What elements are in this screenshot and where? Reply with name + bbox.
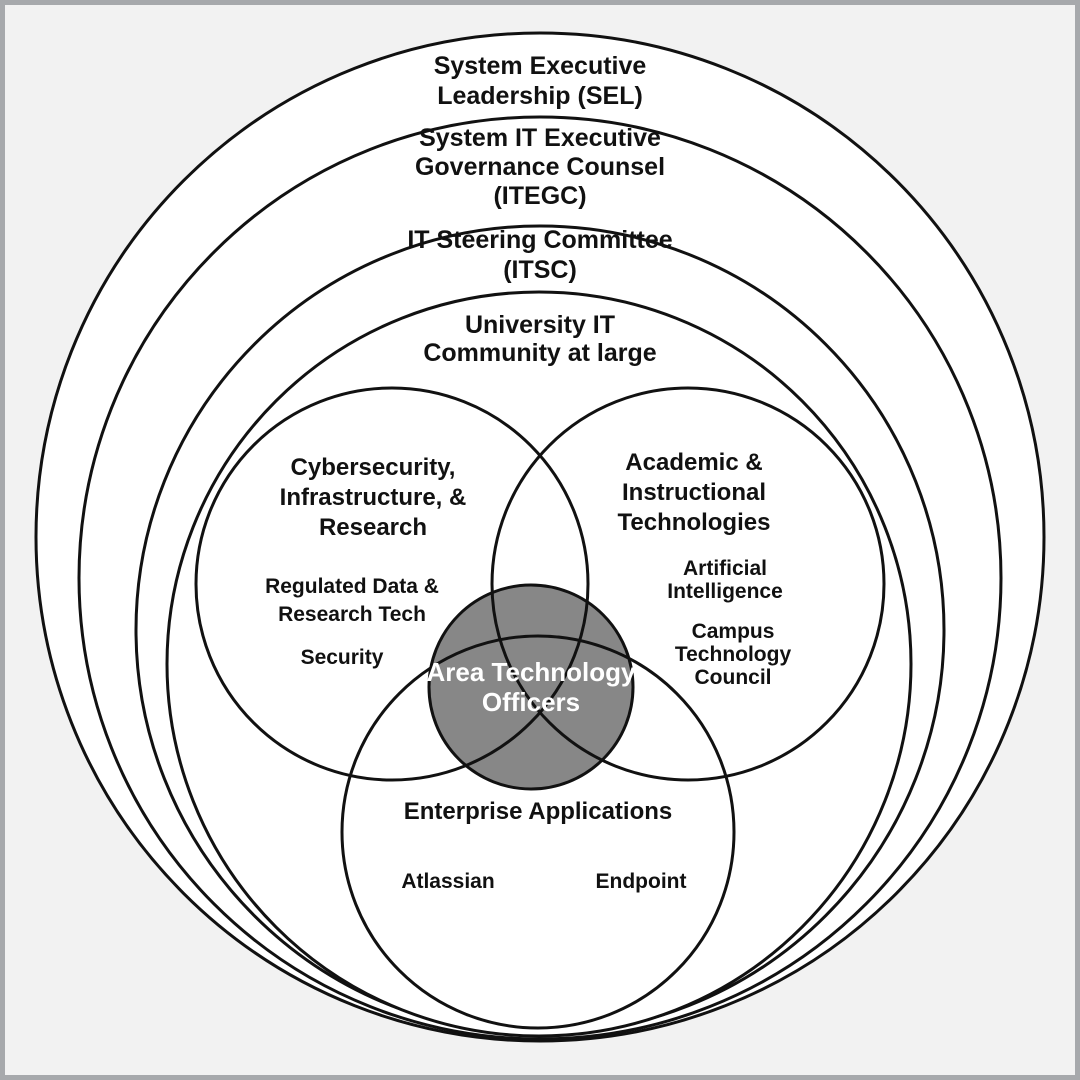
endpoint-line1: Endpoint (595, 870, 687, 893)
cybersecurity-title-line1: Cybersecurity, (290, 454, 456, 481)
ring-label-itsc: IT Steering Committee (ITSC) (407, 225, 672, 285)
area-technology-officers-line2: Officers (481, 687, 581, 717)
enterprise-applications-line1: Enterprise Applications (403, 798, 673, 825)
regulated-data-line1: Regulated Data & (265, 575, 439, 598)
ring-label-community: University IT Community at large (423, 311, 656, 367)
atlassian-label: Atlassian (401, 869, 494, 895)
venn-circle-enterprise (340, 634, 736, 1030)
ring-label-sel-line2: Leadership (SEL) (437, 82, 643, 110)
venn-circle-cybersecurity (194, 386, 590, 782)
security-line1: Security (300, 646, 384, 669)
atlassian-line1: Atlassian (401, 870, 495, 893)
academic-circle-title: Academic & Instructional Technologies (618, 448, 771, 538)
artificial-intelligence-line1: Artificial (682, 557, 768, 580)
area-technology-officers-label: Area Technology Officers (426, 657, 635, 717)
ring-label-itegc-line1: System IT Executive (419, 124, 661, 152)
ring-label-community-line1: University IT (464, 311, 616, 339)
ring-label-itegc-line2: Governance Counsel (414, 153, 666, 181)
artificial-intelligence-label: Artificial Intelligence (667, 557, 783, 603)
artificial-intelligence-line2: Intelligence (667, 580, 783, 603)
cybersecurity-title-line2: Infrastructure, & (279, 484, 467, 511)
ring-label-sel: System Executive Leadership (SEL) (434, 51, 647, 111)
academic-title-line2: Instructional (621, 479, 766, 506)
academic-title-line1: Academic & (625, 449, 763, 476)
ring-label-itsc-line1: IT Steering Committee (407, 226, 673, 254)
regulated-data-line2: Research Tech (278, 603, 426, 626)
campus-technology-council-label: Campus Technology Council (675, 620, 791, 689)
campus-technology-council-line2: Technology (674, 643, 792, 666)
endpoint-label: Endpoint (596, 869, 687, 895)
campus-technology-council-line1: Campus (691, 620, 775, 643)
cybersecurity-title-line3: Research (318, 514, 428, 541)
cybersecurity-circle-title: Cybersecurity, Infrastructure, & Researc… (280, 453, 467, 543)
ring-label-community-line2: Community at large (423, 339, 657, 367)
ring-label-itegc-line3: (ITEGC) (493, 182, 587, 210)
security-label: Security (301, 645, 384, 671)
ring-label-itsc-line2: (ITSC) (503, 256, 577, 284)
ring-label-itegc: System IT Executive Governance Counsel (… (415, 124, 665, 211)
ring-label-sel-line1: System Executive (433, 52, 647, 80)
venn-circle-academic (490, 386, 886, 782)
enterprise-applications-title: Enterprise Applications (404, 799, 673, 825)
campus-technology-council-line3: Council (694, 666, 772, 689)
academic-title-line3: Technologies (617, 509, 771, 536)
regulated-data-label: Regulated Data & Research Tech (265, 573, 439, 629)
area-technology-officers-line1: Area Technology (426, 657, 636, 687)
